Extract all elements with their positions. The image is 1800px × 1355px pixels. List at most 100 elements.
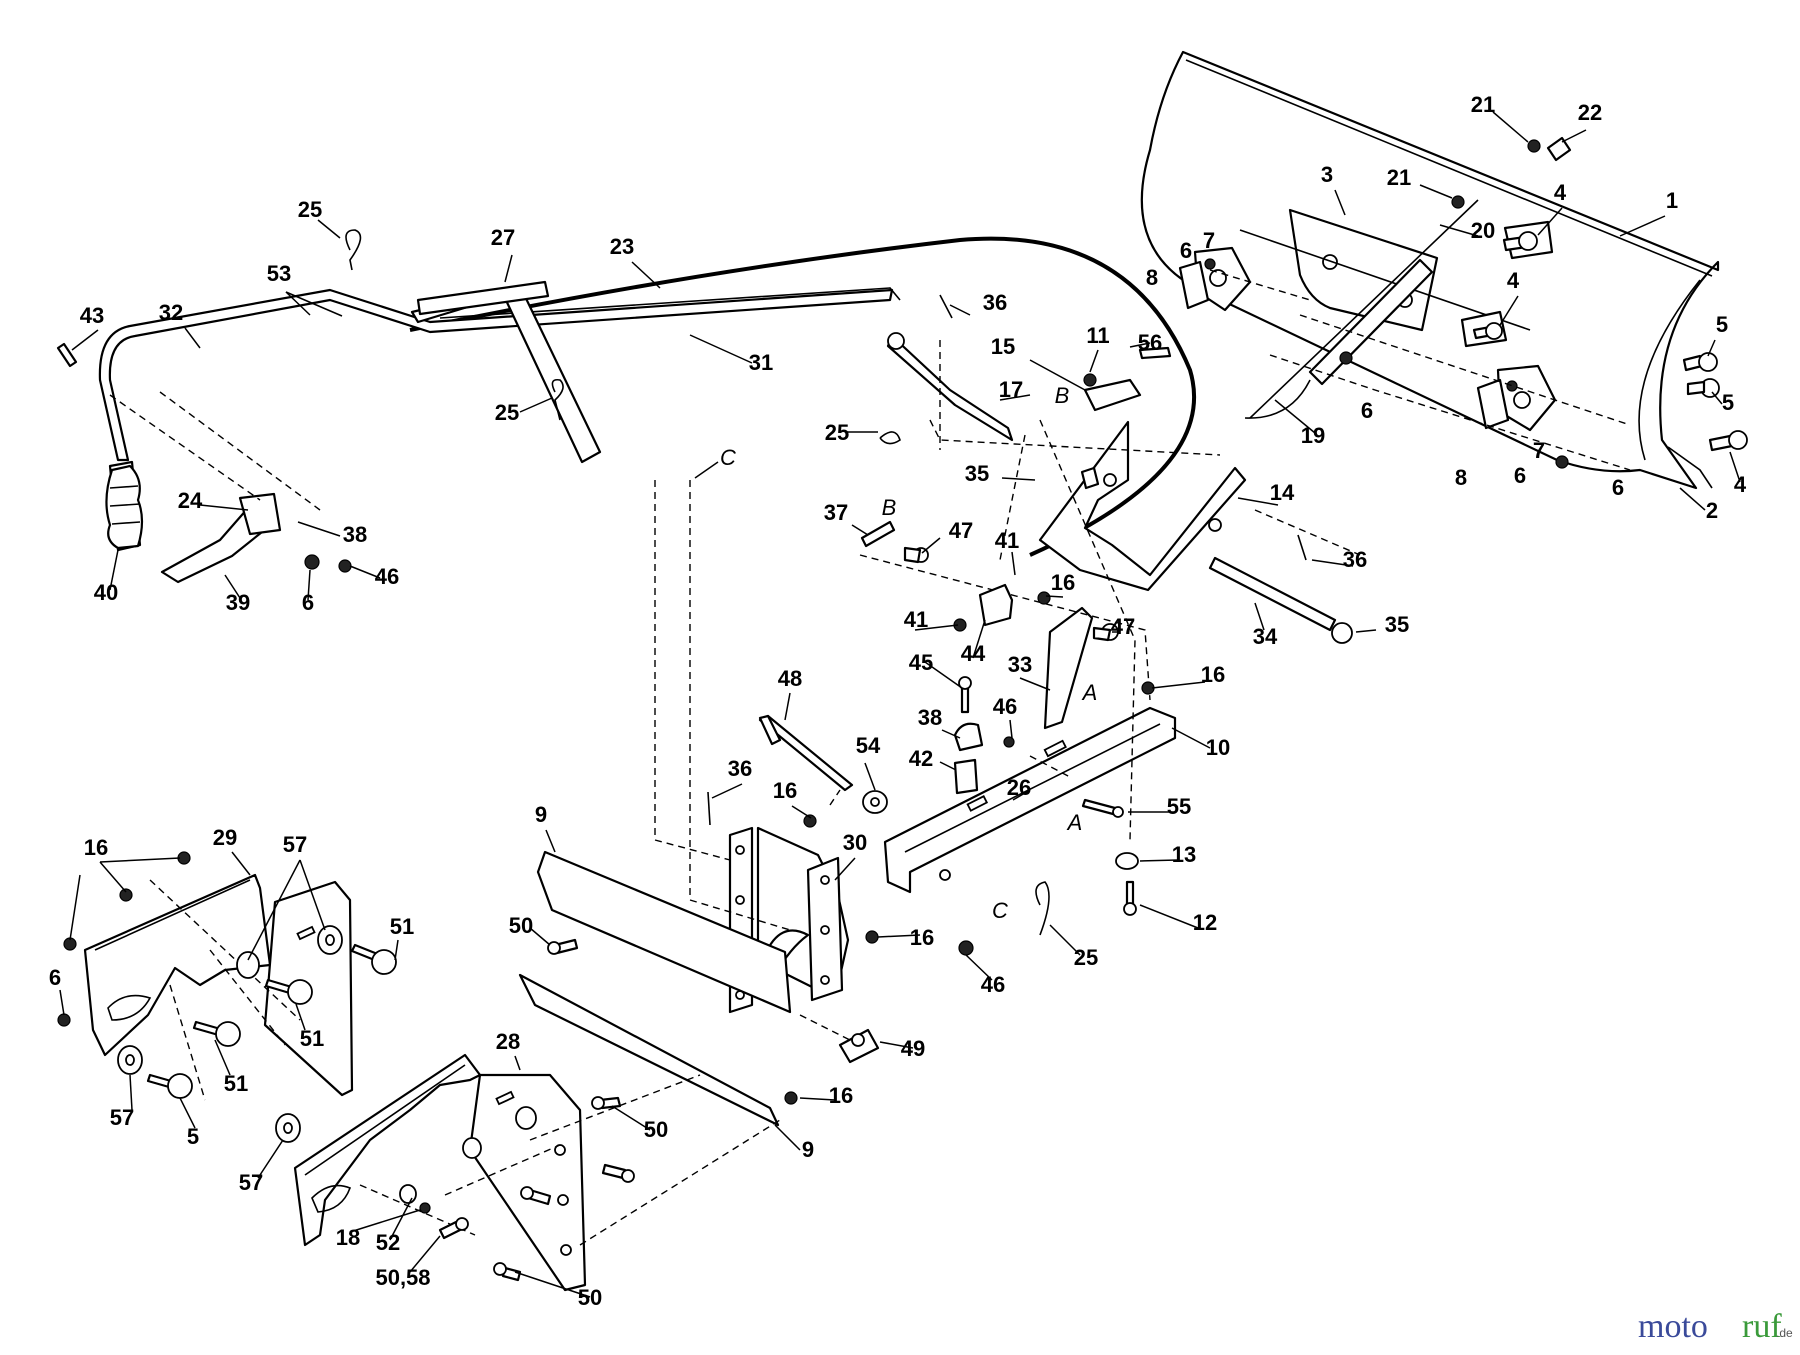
part-number-label: 16 (1051, 570, 1075, 595)
part-number-label: 16 (84, 835, 108, 860)
part-number-label: 54 (856, 733, 881, 758)
part-number-label: 6 (1361, 398, 1373, 423)
part-number-label: 25 (1074, 945, 1098, 970)
part-number-label: 5 (187, 1124, 199, 1149)
watermark-brand-part2: ruf (1742, 1308, 1782, 1345)
part-number-label: 38 (918, 705, 942, 730)
part-number-label: 25 (298, 197, 322, 222)
part-number-label: 6 (49, 965, 61, 990)
part-number-label: 25 (825, 420, 849, 445)
part-number-label: 50 (644, 1117, 668, 1142)
part-number-label: 2 (1706, 498, 1718, 523)
part-number-label: 15 (991, 334, 1015, 359)
part-number-label: 5 (1716, 312, 1728, 337)
blade-hinge-bracket-right (1476, 364, 1557, 432)
pivot-rod (1208, 556, 1337, 632)
part-number-label: 46 (375, 564, 399, 589)
part-number-label: 51 (390, 914, 414, 939)
part-number-label: 4 (1734, 472, 1747, 497)
side-rail-upper (536, 850, 792, 1014)
part-number-label: 16 (773, 778, 797, 803)
part-number-label: 29 (213, 825, 237, 850)
part-number-label: 30 (843, 830, 867, 855)
part-number-label: 28 (496, 1029, 520, 1054)
part-number-label: 51 (300, 1026, 324, 1051)
part-number-label: 24 (178, 488, 203, 513)
reference-letter: B (1055, 383, 1070, 408)
reference-letter: B (882, 495, 897, 520)
foot-pedal (160, 492, 282, 584)
part-number-label: 12 (1193, 910, 1217, 935)
part-number-label: 25 (495, 400, 519, 425)
part-number-label: 46 (993, 694, 1017, 719)
part-number-label: 36 (728, 756, 752, 781)
reference-letter: A (1081, 680, 1098, 705)
part-number-label: 31 (749, 350, 773, 375)
part-number-label: 18 (336, 1225, 360, 1250)
part-number-label: 6 (302, 590, 314, 615)
part-number-label: 37 (824, 500, 848, 525)
part-number-label: 53 (267, 261, 291, 286)
part-number-label: 11 (1086, 323, 1109, 348)
pivot-frame (1038, 420, 1247, 592)
leader-lines (59, 111, 1741, 1298)
part-number-label: 46 (981, 972, 1005, 997)
part-number-label: 38 (343, 522, 367, 547)
part-number-label: 52 (376, 1230, 400, 1255)
part-number-label: 50 (578, 1285, 602, 1310)
part-number-label: 49 (901, 1036, 925, 1061)
part-number-label: 27 (491, 225, 515, 250)
part-number-label: 16 (910, 925, 934, 950)
part-number-label: 6 (1514, 463, 1526, 488)
reference-letter: C (720, 445, 736, 470)
part-number-label: 35 (965, 461, 989, 486)
part-number-label: 44 (961, 641, 986, 666)
part-number-label: 50,58 (375, 1265, 430, 1290)
handle-bar (416, 280, 550, 316)
part-number-label: 13 (1172, 842, 1196, 867)
part-number-label: 20 (1471, 218, 1495, 243)
part-number-label: 47 (949, 518, 973, 543)
part-number-label: 23 (610, 234, 634, 259)
part-number-label: 14 (1270, 480, 1295, 505)
part-number-label: 41 (904, 607, 928, 632)
part-number-label: 43 (80, 303, 104, 328)
hardware (56, 136, 1748, 1282)
watermark-domain-suffix: .de (1776, 1326, 1793, 1340)
part-number-label: 48 (778, 666, 802, 691)
part-number-label: 26 (1007, 775, 1031, 800)
part-number-label: 36 (983, 290, 1007, 315)
part-number-label: 8 (1455, 465, 1467, 490)
left-bracket-lower (293, 1053, 587, 1292)
part-number-label: 57 (110, 1105, 134, 1130)
lift-cable (409, 236, 1196, 557)
part-number-label: 6 (1612, 475, 1624, 500)
part-number-label: 33 (1008, 652, 1032, 677)
part-number-label: 45 (909, 650, 933, 675)
part-number-label: 9 (535, 802, 547, 827)
part-number-label: 4 (1507, 268, 1520, 293)
part-number-label: 16 (1201, 662, 1225, 687)
part-number-label: 40 (94, 580, 118, 605)
part-number-label: 34 (1253, 624, 1278, 649)
part-number-label: 16 (829, 1083, 853, 1108)
part-number-label: 21 (1471, 92, 1495, 117)
part-number-label: 19 (1301, 423, 1325, 448)
part-number-label: 3 (1321, 162, 1333, 187)
part-number-label: 41 (995, 528, 1019, 553)
part-number-label: 36 (1343, 547, 1367, 572)
part-number-label: 47 (1111, 614, 1135, 639)
part-number-label: 10 (1206, 735, 1230, 760)
part-number-label: 35 (1385, 612, 1409, 637)
side-rail-lower (518, 973, 780, 1127)
part-number-label: 4 (1554, 180, 1567, 205)
part-number-label: 51 (224, 1071, 248, 1096)
blade-hinge-bracket-left (1178, 246, 1252, 312)
part-number-label: 39 (226, 590, 250, 615)
part-number-label: 50 (509, 913, 533, 938)
part-number-label: 42 (909, 746, 933, 771)
part-number-label: 8 (1146, 265, 1158, 290)
